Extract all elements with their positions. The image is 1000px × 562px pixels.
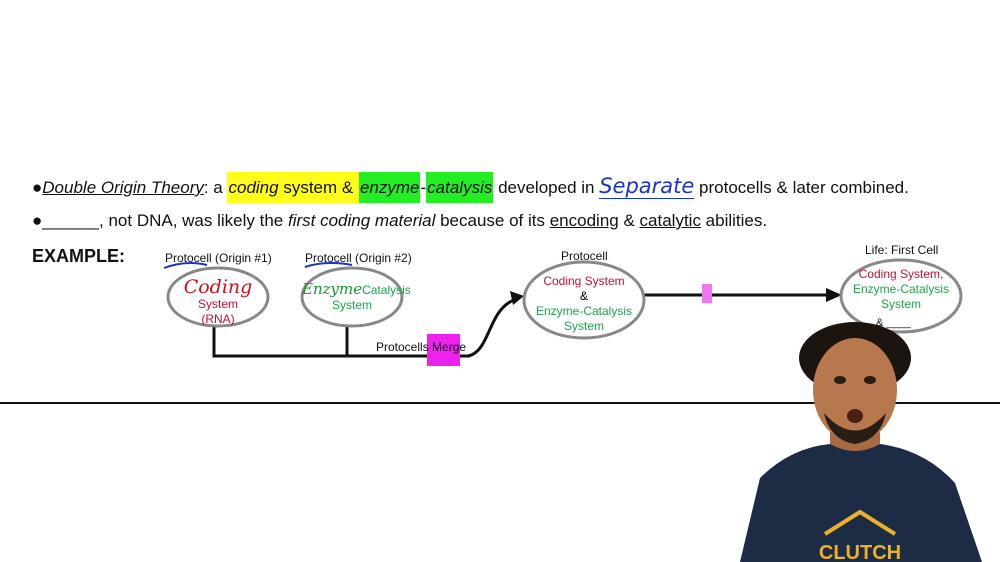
title-protocell-origin-2: Protocell (Origin #2) bbox=[305, 251, 412, 265]
oval-first-cell bbox=[839, 258, 963, 334]
label-coding-system: Coding System, bbox=[858, 267, 944, 281]
handwritten-enzyme: Enzyme bbox=[302, 280, 363, 298]
text-segment: protocells & later combined. bbox=[694, 178, 909, 197]
presenter-face bbox=[813, 338, 897, 442]
title-protocell: Protocell bbox=[561, 249, 608, 263]
word-catalysis: catalysis bbox=[427, 178, 493, 197]
text-segment: developed in bbox=[493, 178, 600, 197]
text-segment: : a bbox=[203, 178, 228, 197]
oval-protocell-2 bbox=[300, 266, 404, 328]
oval-1-text: Coding System (RNA) bbox=[168, 278, 268, 327]
shirt-text: CLUTCH bbox=[819, 542, 901, 562]
shirt-logo bbox=[823, 509, 897, 536]
title-protocell-origin-1: Protocell (Origin #1) bbox=[165, 251, 272, 265]
presenter-shirt bbox=[740, 444, 982, 562]
label-merge: Merge bbox=[432, 340, 467, 354]
text-segment: system & bbox=[278, 178, 358, 197]
title-life-first-cell: Life: First Cell bbox=[865, 243, 939, 257]
term-double-origin-theory: Double Origin Theory bbox=[42, 178, 204, 197]
label-protocells-merge: Protocells Merge bbox=[376, 340, 466, 354]
marker-pink bbox=[702, 284, 712, 303]
oval-protocell-merged bbox=[522, 260, 646, 340]
label-rna: (RNA) bbox=[201, 312, 235, 326]
word-enzyme: enzyme bbox=[359, 178, 420, 197]
oval-2-text: EnzymeCatalysis System bbox=[302, 280, 411, 313]
label-catalysis: Catalysis bbox=[362, 283, 411, 297]
highlight-catalysis: catalysis bbox=[426, 172, 494, 203]
underline-protocell-1 bbox=[163, 262, 208, 269]
oval-4-text: Coding System, Enzyme-Catalysis System bbox=[841, 267, 961, 312]
oval-protocell-1 bbox=[166, 266, 270, 328]
text-segment: abilities. bbox=[700, 211, 768, 230]
word-catalytic: catalytic bbox=[639, 211, 701, 230]
text-segment: because of its bbox=[435, 211, 550, 230]
example-label: EXAMPLE: bbox=[32, 246, 126, 266]
arrowhead-1 bbox=[510, 291, 524, 305]
label-protocells: Protocells bbox=[376, 340, 433, 354]
arrowhead-2 bbox=[826, 288, 842, 302]
label-enzyme-catalysis: Enzyme-Catalysis bbox=[535, 304, 633, 318]
label-enzyme-catalysis: Enzyme-Catalysis bbox=[852, 282, 950, 296]
text-segment: & bbox=[618, 211, 640, 230]
label-coding-system: Coding System bbox=[543, 274, 625, 288]
label-system: System bbox=[563, 319, 604, 333]
label-system: System bbox=[880, 297, 921, 311]
word-encoding: encoding bbox=[549, 211, 619, 230]
term-first-coding-material: first coding material bbox=[287, 211, 436, 230]
bullet-dot: ● bbox=[32, 211, 43, 230]
bullet-line-2: ●______, not DNA, was likely the first c… bbox=[32, 211, 767, 231]
highlight-enzyme: enzyme bbox=[358, 172, 421, 203]
underline-protocell-2 bbox=[304, 261, 353, 268]
bullet-dot: ● bbox=[32, 178, 43, 197]
label-system: System bbox=[197, 297, 238, 311]
merge-highlight bbox=[427, 334, 460, 366]
fill-blank: ______ bbox=[42, 211, 100, 230]
text-segment: - bbox=[420, 178, 427, 197]
presenter-video: CLUTCH bbox=[740, 322, 982, 562]
label-system: System bbox=[331, 298, 372, 312]
label-amp: & bbox=[579, 289, 588, 303]
handwritten-separate: Separate bbox=[599, 174, 695, 199]
connector-origin1 bbox=[212, 325, 470, 358]
label-amp-blank: & ____ bbox=[876, 317, 911, 329]
connector-curve bbox=[467, 298, 515, 358]
text-segment: , not DNA, was likely the bbox=[99, 211, 288, 230]
word-coding: coding bbox=[228, 178, 279, 197]
bullet-line-1: ●Double Origin Theory: a coding system &… bbox=[32, 172, 909, 203]
highlight-coding: coding system & bbox=[227, 172, 359, 203]
oval-3-text: Coding System & Enzyme-Catalysis System bbox=[524, 274, 644, 334]
handwritten-coding: Coding bbox=[183, 276, 253, 298]
